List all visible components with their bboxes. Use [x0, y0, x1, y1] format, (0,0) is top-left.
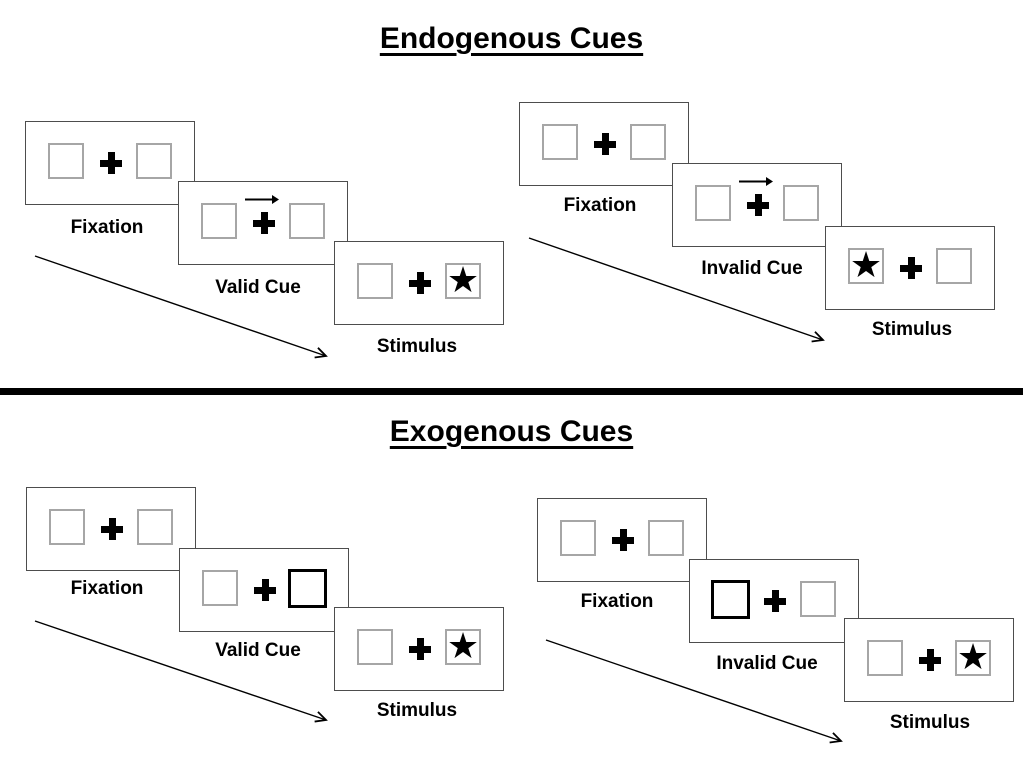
cue-right-arrow-icon	[739, 177, 773, 186]
cue-right-arrow-icon	[245, 195, 279, 204]
right-box	[289, 203, 325, 239]
panel-valid-cue	[178, 181, 348, 265]
time-arrow-endo-valid	[34, 255, 328, 359]
right-box	[136, 143, 172, 179]
star-icon: ★	[446, 260, 480, 301]
right-box	[137, 509, 173, 545]
panel-invalid-cue	[689, 559, 859, 643]
right-box: ★	[955, 640, 991, 676]
fixation-cross-icon	[100, 152, 122, 174]
time-arrow-exo-valid	[34, 620, 328, 723]
time-arrow-endo-invalid	[528, 237, 825, 343]
section-title-endogenous: Endogenous Cues	[379, 22, 644, 55]
left-box	[542, 124, 578, 160]
star-icon: ★	[956, 637, 990, 678]
panel-label-invalid-cue: Invalid Cue	[716, 653, 818, 674]
left-box	[695, 185, 731, 221]
fixation-cross-icon	[101, 518, 123, 540]
panel-label-stimulus: Stimulus	[376, 336, 458, 357]
fixation-cross-icon	[747, 194, 769, 216]
left-box: ★	[848, 248, 884, 284]
panel-label-fixation: Fixation	[70, 217, 144, 238]
fixation-cross-icon	[900, 257, 922, 279]
panel-label-valid-cue: Valid Cue	[215, 277, 301, 298]
cue-highlight-box	[288, 569, 327, 608]
panel-label-fixation: Fixation	[563, 195, 637, 216]
left-box	[357, 263, 393, 299]
right-box	[800, 581, 836, 617]
star-icon: ★	[446, 626, 480, 667]
left-box	[867, 640, 903, 676]
star-icon: ★	[849, 245, 883, 286]
right-box	[783, 185, 819, 221]
fixation-cross-icon	[612, 529, 634, 551]
section-title-exogenous: Exogenous Cues	[389, 415, 634, 448]
right-box	[648, 520, 684, 556]
fixation-cross-icon	[253, 212, 275, 234]
panel-fixation	[519, 102, 689, 186]
fixation-cross-icon	[594, 133, 616, 155]
panel-label-fixation: Fixation	[580, 591, 654, 612]
right-box	[936, 248, 972, 284]
fixation-cross-icon	[409, 638, 431, 660]
panel-label-fixation: Fixation	[70, 578, 144, 599]
fixation-cross-icon	[919, 649, 941, 671]
panel-stimulus: ★	[334, 241, 504, 325]
right-box: ★	[445, 263, 481, 299]
panel-valid-cue	[179, 548, 349, 632]
panel-stimulus: ★	[825, 226, 995, 310]
left-box	[560, 520, 596, 556]
panel-stimulus: ★	[844, 618, 1014, 702]
left-box	[48, 143, 84, 179]
panel-invalid-cue	[672, 163, 842, 247]
fixation-cross-icon	[409, 272, 431, 294]
fixation-cross-icon	[764, 590, 786, 612]
panel-label-stimulus: Stimulus	[889, 712, 971, 733]
right-box	[630, 124, 666, 160]
panel-fixation	[25, 121, 195, 205]
left-box	[201, 203, 237, 239]
time-arrow-exo-invalid	[545, 639, 843, 744]
cue-highlight-box	[711, 580, 750, 619]
panel-stimulus: ★	[334, 607, 504, 691]
fixation-cross-icon	[254, 579, 276, 601]
panel-label-valid-cue: Valid Cue	[215, 640, 301, 661]
section-divider	[0, 388, 1023, 395]
left-box	[202, 570, 238, 606]
left-box	[357, 629, 393, 665]
panel-label-stimulus: Stimulus	[376, 700, 458, 721]
left-box	[49, 509, 85, 545]
panel-label-stimulus: Stimulus	[871, 319, 953, 340]
panel-fixation	[26, 487, 196, 571]
panel-label-invalid-cue: Invalid Cue	[701, 258, 803, 279]
panel-fixation	[537, 498, 707, 582]
right-box: ★	[445, 629, 481, 665]
